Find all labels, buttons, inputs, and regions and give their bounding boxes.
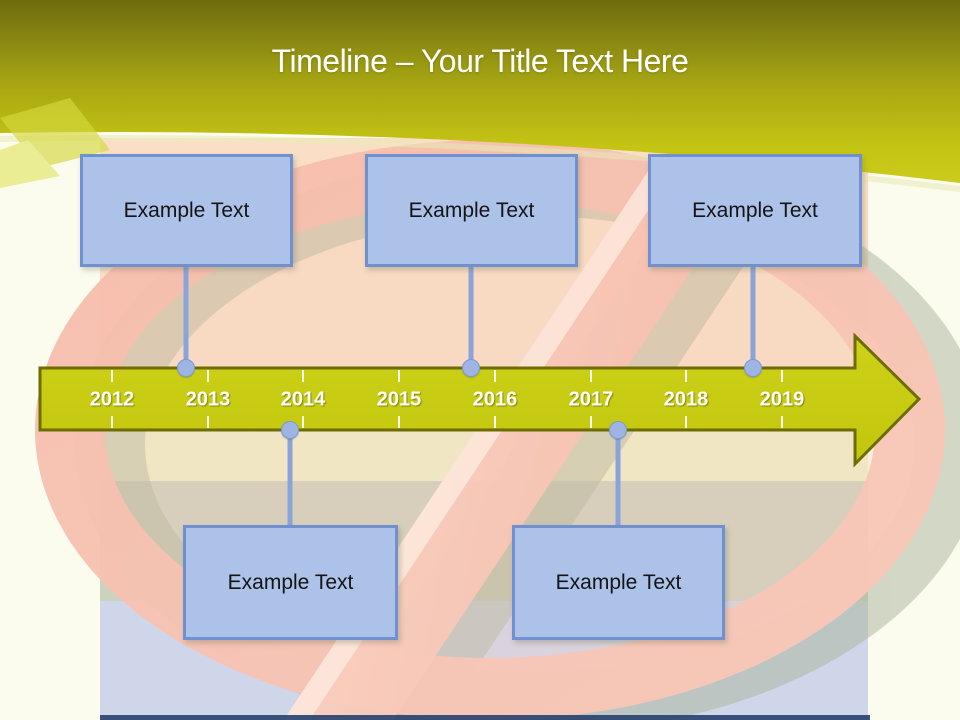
year-label-2013[interactable]: 2013 xyxy=(185,388,231,411)
year-label-2015[interactable]: 2015 xyxy=(376,388,422,411)
entry-label: Example Text xyxy=(408,198,535,222)
entry-label: Example Text xyxy=(227,570,354,594)
connector-line xyxy=(183,265,189,368)
entry-label: Example Text xyxy=(692,198,818,222)
year-label-2012[interactable]: 2012 xyxy=(89,388,135,411)
connector-dot xyxy=(281,421,299,439)
connector-line xyxy=(287,430,293,527)
entry-label: Example Text xyxy=(123,198,250,222)
connector-dot xyxy=(177,359,195,377)
connector-line xyxy=(615,430,621,527)
bottom-accent-strip xyxy=(100,715,870,720)
connector-dot xyxy=(462,359,480,377)
connector-dot xyxy=(609,421,627,439)
header-corner-streaks xyxy=(0,98,110,188)
connector-line xyxy=(750,265,756,368)
connector-dot xyxy=(744,359,762,377)
year-label-2016[interactable]: 2016 xyxy=(472,388,518,411)
timeline-ticks xyxy=(111,370,783,428)
entry-box-3[interactable]: Example Text xyxy=(648,154,862,267)
entry-box-1[interactable]: Example Text xyxy=(80,154,293,267)
entry-box-5[interactable]: Example Text xyxy=(512,525,725,640)
entry-box-2[interactable]: Example Text xyxy=(365,154,578,267)
year-label-2019[interactable]: 2019 xyxy=(759,388,805,411)
year-label-2017[interactable]: 2017 xyxy=(568,388,614,411)
year-label-2018[interactable]: 2018 xyxy=(663,388,709,411)
connector-line xyxy=(468,265,474,368)
entry-label: Example Text xyxy=(555,570,682,594)
year-label-2014[interactable]: 2014 xyxy=(280,388,326,411)
header-band xyxy=(0,0,960,183)
entry-box-4[interactable]: Example Text xyxy=(183,525,398,640)
timeline-arrow-shape[interactable] xyxy=(38,332,922,468)
slide-title[interactable]: Timeline – Your Title Text Here xyxy=(271,43,689,79)
